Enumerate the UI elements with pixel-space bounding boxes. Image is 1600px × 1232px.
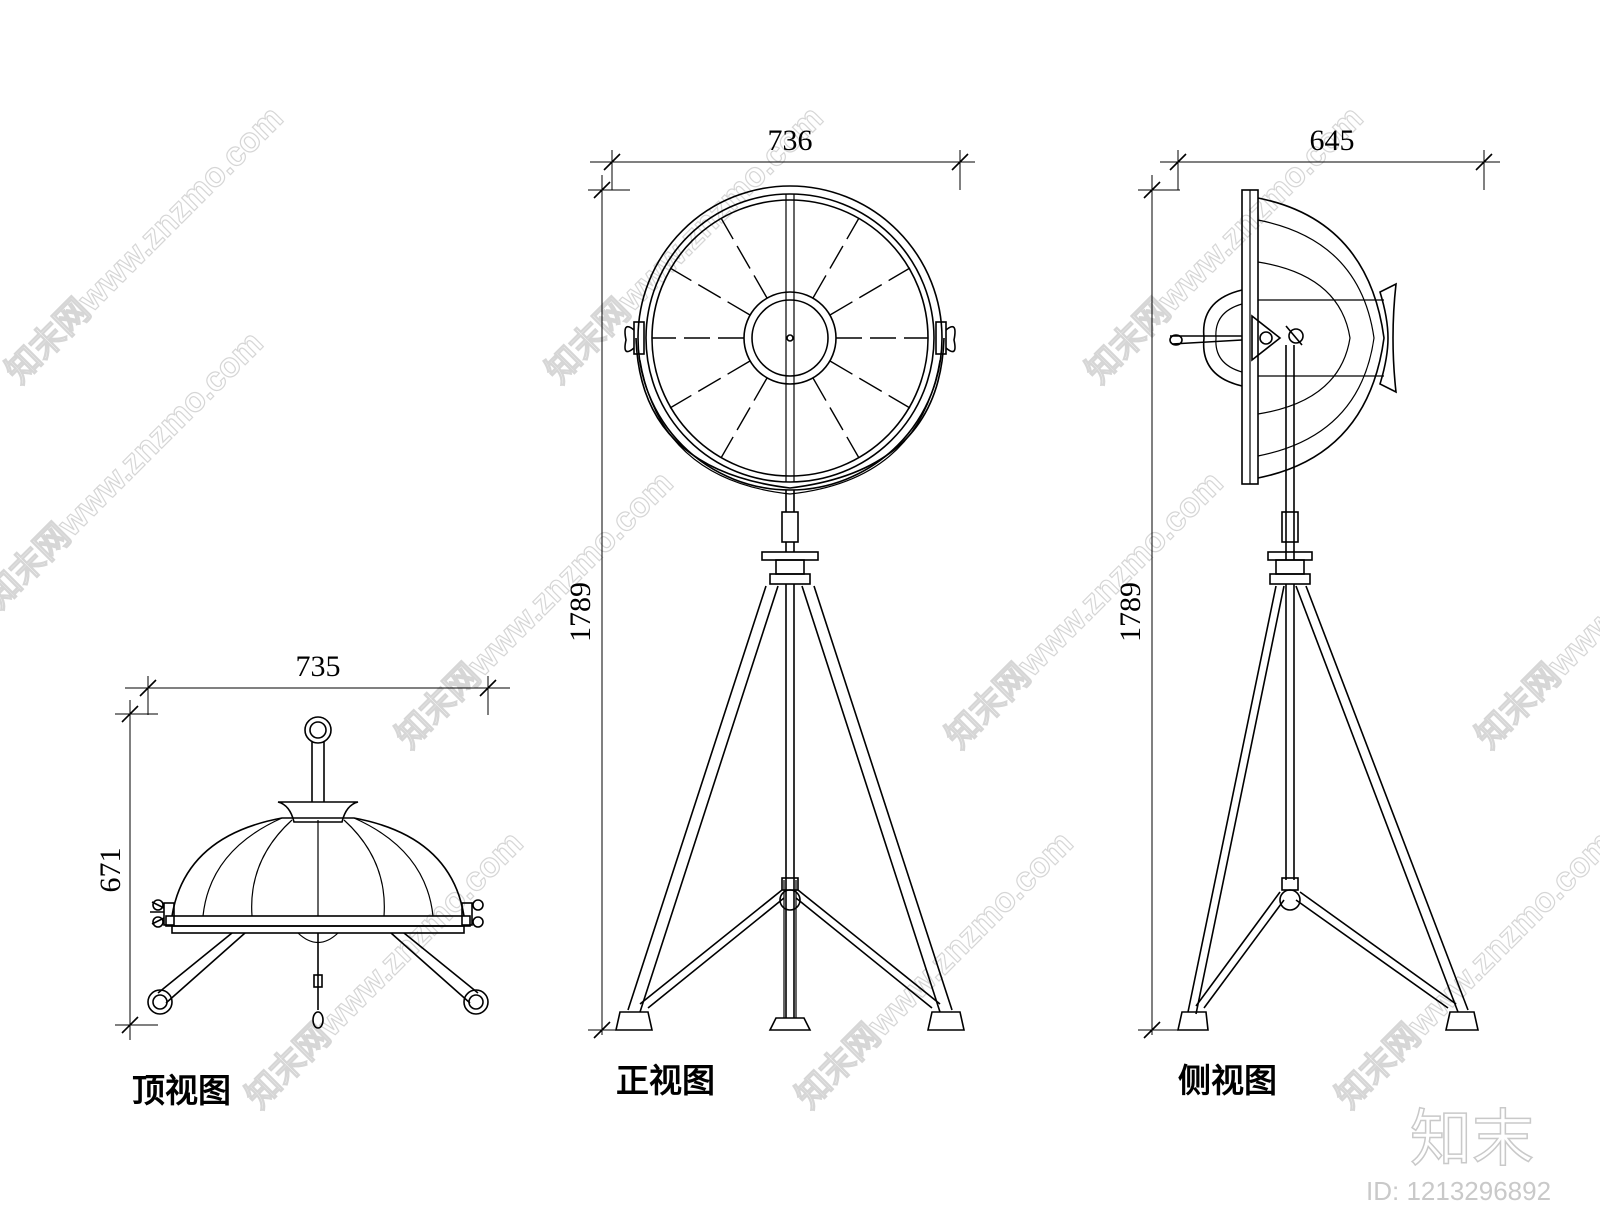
side-view-label: 侧视图 [1178, 1061, 1277, 1100]
front-view-height-value: 1789 [564, 582, 597, 642]
front-view: 736 1789 [564, 124, 975, 1100]
top-view-label: 顶视图 [132, 1071, 231, 1110]
top-view-height-value: 671 [94, 848, 127, 893]
watermark-text: 知末网www.znzmo.com [1329, 824, 1600, 1116]
top-view-lamp [147, 716, 489, 1029]
watermark-text: 知末网www.znzmo.com [939, 464, 1231, 756]
watermark-text: 知末网www.znzmo.com [389, 464, 681, 756]
front-view-label: 正视图 [616, 1061, 715, 1100]
top-view-height-dimension: 671 [94, 700, 158, 1040]
side-view-width-value: 645 [1310, 124, 1355, 157]
logo-text: 知末 [1410, 1102, 1534, 1175]
watermark-layer: 知末网www.znzmo.com 知末网www.znzmo.com 知末网www… [0, 98, 1600, 1116]
side-view: 645 1789 [1114, 124, 1500, 1100]
side-view-height-dimension: 1789 [1114, 175, 1180, 1039]
side-view-tripod [1177, 345, 1479, 1031]
front-view-tripod [615, 490, 965, 1031]
front-view-lamp-head [624, 185, 956, 495]
front-view-reflector-ribs [652, 217, 928, 459]
side-view-height-value: 1789 [1114, 582, 1147, 642]
top-view-width-dimension: 735 [125, 650, 510, 715]
image-id-text: ID: 1213296892 [1366, 1176, 1551, 1206]
top-view-width-value: 735 [296, 650, 341, 683]
front-view-width-dimension: 736 [590, 124, 975, 190]
side-view-width-dimension: 645 [1160, 124, 1500, 190]
watermark-text: 知末网www.znzmo.com [1469, 464, 1600, 756]
side-view-lamp-head [1169, 189, 1397, 485]
watermark-text: 知末网www.znzmo.com [239, 824, 531, 1116]
front-view-width-value: 736 [768, 124, 813, 157]
brand-logo: 知末 ID: 1213296892 [1366, 1101, 1551, 1206]
front-view-height-dimension: 1789 [564, 175, 630, 1039]
watermark-text: 知末网www.znzmo.com [789, 824, 1081, 1116]
top-view: 735 671 [94, 650, 510, 1110]
